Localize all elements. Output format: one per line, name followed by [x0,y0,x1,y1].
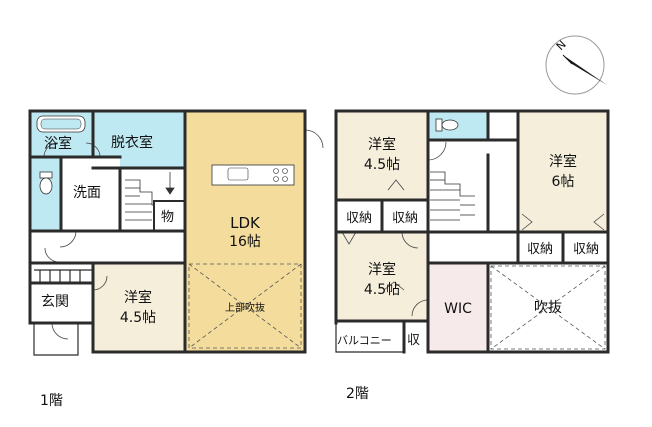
room-label-bath: 浴室 [44,135,72,152]
room-label-closet-2f-c: 収納 [527,242,553,257]
room-label-balcony: バルコニー [337,334,392,347]
room-label-dressing: 脱衣室 [111,134,153,151]
room-label-void-2f: 吹抜 [534,300,562,316]
closet-2f-d-area [563,232,608,263]
room-label-closet-2f-d: 収納 [573,242,599,257]
ldk-area [185,111,305,352]
stairs-1f [125,172,175,221]
room-label-void-above: 上部吹抜 [225,301,265,314]
western-room-1f-area [93,263,185,352]
closet-2f-b-area [382,200,428,232]
room-label-ldk: LDK [230,214,261,232]
room-label-western-2f-c: 洋室 [368,261,396,278]
closet-2f-a-area [336,200,382,232]
balcony-outline [335,323,404,353]
room-label-western-2f-a: 洋室 [368,136,396,153]
wic-area [428,263,488,352]
room-label-western-2f-b: 洋室 [549,153,577,170]
toilet-2f-icon [435,118,459,132]
room-label-wic: WIC [444,301,472,317]
room-size-western-2f-c: 4.5帖 [364,282,400,298]
north-arrow-icon [562,54,607,85]
room-label-closet-2f-a: 収納 [346,211,372,226]
room-label-balcony-storage: 収 [407,333,420,348]
closet-2f-c-area [518,232,563,263]
floor-2-plan: 洋室 4.5帖 洋室 6帖 収納 収納 収納 収納 洋室 4.5帖 WIC 吹抜… [334,109,610,402]
entrance-area [30,283,93,323]
floor-1-label: 1階 [40,393,63,409]
door-swings-2f [341,141,605,317]
western-room-2f-a-area [336,111,428,200]
room-size-western-2f-b: 6帖 [552,174,575,190]
room-size-ldk: 16帖 [229,234,261,250]
room-label-washroom: 洗面 [73,185,101,201]
room-label-entrance: 玄関 [41,293,69,310]
compass-north-label: N [554,38,569,53]
void-2f-marker [490,265,606,350]
room-label-closet-2f-b: 収納 [392,211,418,226]
floor-2-label: 2階 [346,386,369,402]
room-label-storage-1f: 物 [161,210,174,225]
void-above-marker [188,263,302,349]
kitchen-counter-icon [211,164,295,186]
walls-2f [334,109,610,354]
walls-1f [28,109,307,354]
stairs-2f [430,171,475,221]
bathtub-icon [36,115,86,133]
compass: N [545,35,607,95]
room-size-western-1f: 4.5帖 [120,310,156,326]
room-label-western-1f: 洋室 [124,289,152,306]
entrance-porch [33,269,93,356]
toilet-icon [39,171,53,195]
room-size-western-2f-a: 4.5帖 [364,157,400,173]
western-room-2f-b-area [518,111,608,232]
floor-1-plan: 浴室 脱衣室 洗面 物 LDK 16帖 上部吹抜 玄関 洋室 4.5帖 1階 [28,109,324,409]
